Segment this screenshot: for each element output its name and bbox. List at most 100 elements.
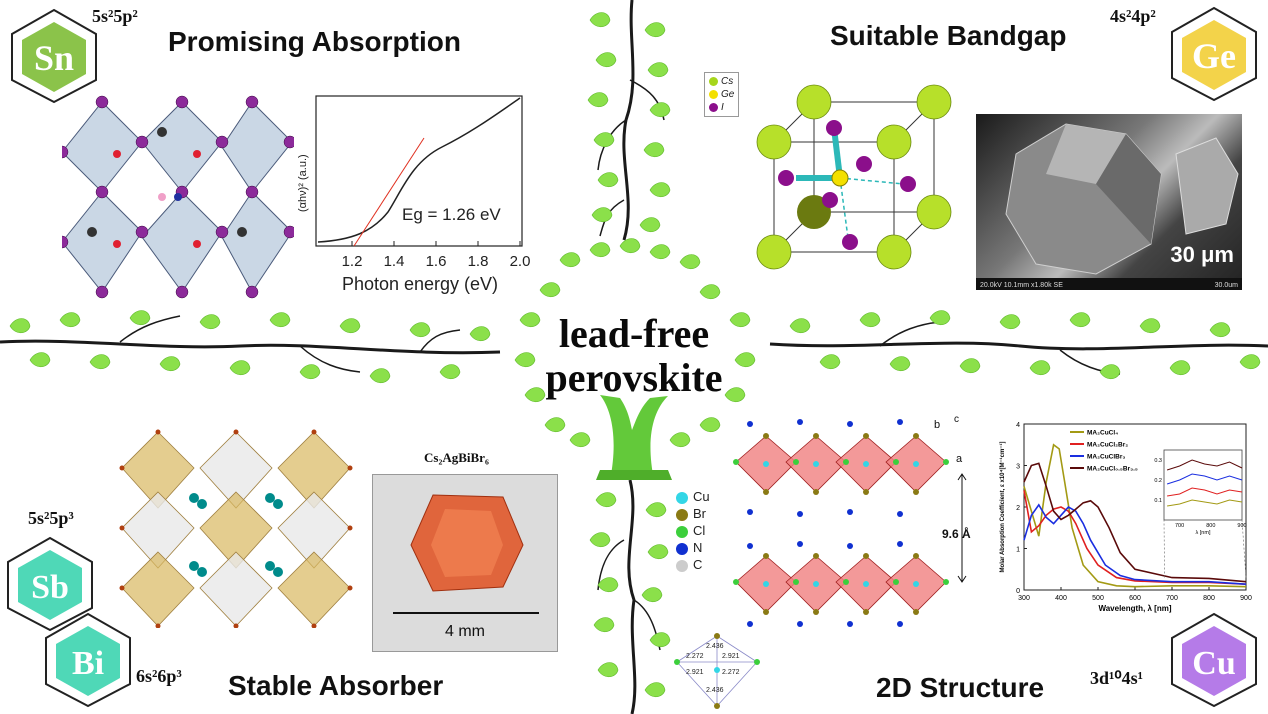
- tauc-ylabel: (αhν)² (a.u.): [297, 154, 309, 212]
- tauc-xtick-label: 1.4: [384, 253, 405, 270]
- ge-crystal-structure: [756, 84, 952, 270]
- chart-xtick-label: 900: [1240, 595, 1252, 602]
- bi-config: 6s²6p³: [136, 666, 182, 686]
- chart-legend-label: MA₂CuCl₂Br₂: [1087, 442, 1128, 449]
- ge-hexagon: Ge: [1171, 6, 1257, 102]
- axis-b-label: b: [934, 419, 940, 431]
- chart-legend-label: MA₂CuCl₄: [1087, 430, 1118, 437]
- octa-bond-value: 2.436: [706, 687, 724, 694]
- chart-inset-connector: [1163, 519, 1247, 578]
- sn-title: Promising Absorption: [168, 26, 461, 57]
- sem-image: 30 μm 20.0kV 10.1mm x1.80k SE 30.0um: [976, 114, 1242, 290]
- chart-legend-label: MA₂CuCl₀.₅Br₃.₅: [1087, 466, 1138, 473]
- crystal-photo: 4 mm: [372, 474, 558, 652]
- center-title: lead-free perovskite: [518, 312, 750, 400]
- sb-hexagon: Sb: [7, 536, 93, 632]
- chart-xtick-label: 600: [1129, 595, 1141, 602]
- octa-bond-value: 2.272: [722, 669, 740, 676]
- sem-footer-right: 30.0um: [1214, 282, 1238, 289]
- ge-legend-item: I: [709, 101, 734, 114]
- chart-inset-ytick: 0.3: [1154, 458, 1162, 464]
- chart-legend-label: MA₂CuClBr₃: [1087, 454, 1125, 461]
- chart-xtick-label: 700: [1166, 595, 1178, 602]
- tauc-xtick-label: 1.2: [342, 253, 363, 270]
- center-title-line2: perovskite: [545, 355, 723, 400]
- chart-ytick-label: 0: [1016, 588, 1020, 595]
- chart-ytick-label: 3: [1016, 464, 1020, 471]
- chart-ylabel: Molar Absorption Coefficient, ε x10⁴[M⁻¹…: [999, 442, 1006, 573]
- chart-xtick-label: 800: [1203, 595, 1215, 602]
- sn-hexagon: Sn: [11, 8, 97, 104]
- chart-inset-xlabel: λ [nm]: [1196, 530, 1211, 536]
- chart-ytick-label: 4: [1016, 422, 1020, 429]
- ge-title: Suitable Bandgap: [830, 20, 1067, 51]
- sn-crystal-structure: [62, 95, 294, 299]
- chart-series-line: [1023, 462, 1247, 583]
- chart-inset-xtick: 900: [1237, 523, 1246, 529]
- axis-c-label: c: [954, 414, 959, 425]
- sb-element-symbol: Sb: [31, 569, 69, 606]
- bi-element-symbol: Bi: [72, 645, 104, 682]
- chart-xtick-label: 300: [1018, 595, 1030, 602]
- chart-inset-series: [1167, 499, 1243, 507]
- tauc-xtick-label: 1.6: [426, 253, 447, 270]
- crystal-photo-title: Cs₂AgBiBr₆: [424, 450, 489, 465]
- chart-series-line: [1023, 490, 1247, 585]
- tauc-plot: Eg = 1.26 eV (αhν)² (a.u.) 1.2 1.4 1.6 1.8 2…: [297, 95, 531, 294]
- octa-bond-value: 2.272: [686, 653, 704, 660]
- chart-inset-xtick: 800: [1206, 523, 1215, 529]
- chart-series-line: [1023, 443, 1247, 588]
- chart-inset-series: [1166, 459, 1243, 471]
- double-perovskite-structure: [119, 429, 353, 628]
- axis-a-label: a: [956, 453, 963, 465]
- chart-xtick-label: 500: [1092, 595, 1104, 602]
- chart-xlabel: Wavelength, λ [nm]: [1098, 604, 1171, 613]
- sem-footer: 20.0kV 10.1mm x1.80k SE: [980, 282, 1063, 289]
- ge-config: 4s²4p²: [1110, 6, 1156, 26]
- ge-legend-item: Cs: [709, 75, 734, 88]
- chart-ytick-label: 2: [1016, 505, 1020, 512]
- tauc-xtick-label: 1.8: [468, 253, 489, 270]
- chart-inset-series: [1166, 473, 1243, 485]
- cu-layered-structure: 9.6 Å a b c: [733, 414, 971, 627]
- chart-inset-series: [1167, 487, 1243, 497]
- cu-legend-item: Cl: [676, 522, 710, 539]
- tauc-xtick-label: 2.0: [510, 253, 531, 270]
- cu-config: 3d¹⁰4s¹: [1090, 668, 1144, 688]
- bi-hexagon: Bi: [45, 612, 131, 708]
- chart-series-line: [1023, 503, 1247, 585]
- cu-legend-item: C: [676, 556, 710, 573]
- chart-xtick-label: 400: [1055, 595, 1067, 602]
- sbbi-title: Stable Absorber: [228, 670, 444, 701]
- center-title-line1: lead-free: [558, 311, 710, 356]
- cu-legend-item: Br: [676, 505, 710, 522]
- ge-element-symbol: Ge: [1192, 36, 1236, 76]
- cu-hexagon: Cu: [1171, 612, 1257, 708]
- chart-inset: [1163, 449, 1243, 521]
- octa-bond-value: 2.921: [722, 653, 740, 660]
- crystal-photo-scale: 4 mm: [445, 623, 485, 640]
- cu-legend-item: Cu: [676, 488, 710, 505]
- octa-bond-value: 2.921: [686, 669, 704, 676]
- chart-inset-ytick: 0.1: [1154, 498, 1162, 504]
- cu-title: 2D Structure: [876, 672, 1045, 703]
- chart-ytick-label: 1: [1016, 547, 1020, 554]
- cu-element-symbol: Cu: [1192, 645, 1235, 682]
- layer-spacing-label: 9.6 Å: [942, 526, 971, 541]
- sn-element-symbol: Sn: [34, 38, 74, 78]
- cu-legend-item: N: [676, 539, 710, 556]
- sem-scale: 30 μm: [1170, 242, 1234, 267]
- tauc-xlabel: Photon energy (eV): [342, 274, 498, 294]
- tauc-annotation: Eg = 1.26 eV: [402, 205, 501, 224]
- chart-inset-ytick: 0.2: [1154, 478, 1162, 484]
- sn-config: 5s²5p²: [92, 6, 138, 26]
- sb-config: 5s²5p³: [28, 508, 74, 528]
- ge-legend-item: Ge: [709, 88, 734, 101]
- chart-inset-xtick: 700: [1175, 523, 1184, 529]
- octa-bond-value: 2.436: [706, 643, 724, 650]
